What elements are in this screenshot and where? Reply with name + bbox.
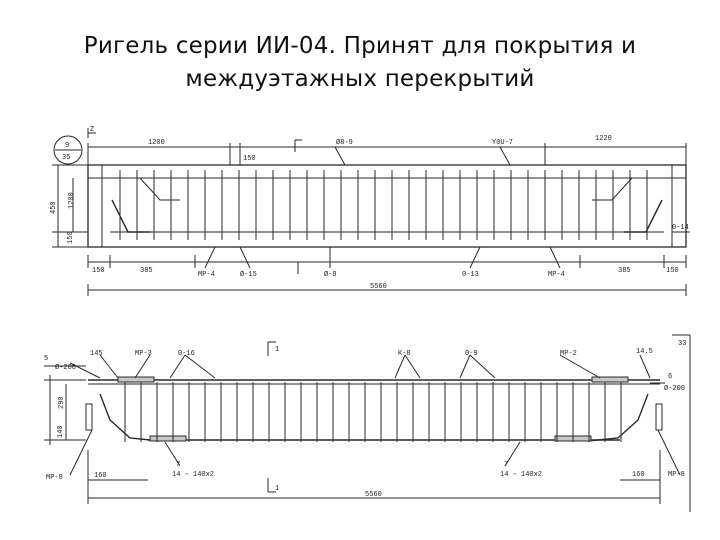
marker-bottom-number: 35 [62,154,70,162]
dim-bottom-right-2: 150 [666,267,679,275]
dim-height-lower: 150 [67,231,75,244]
dim-height-upper: 1200 [68,192,76,209]
section-mark-z: Z [90,126,94,134]
lower-elevation-drawing [44,334,691,512]
slide-title-line-2: междуэтажных перекрытий [185,66,535,92]
label-top-1: Ø8-9 [336,138,353,147]
label-k8: K-8 [398,350,411,358]
lower-stirrups [124,382,622,442]
label-mp3: MP-3 [135,350,152,358]
dim-bottom-left-1: 150 [92,267,105,275]
marker-top-number: 9 [65,142,69,150]
label-160-left: 160 [94,472,107,480]
label-mp4: MP-4 [198,271,215,279]
label-frac-right: 7 [504,461,508,469]
label-mp8-left: MP-8 [46,474,63,482]
label-013: 0-13 [462,271,479,279]
label-frac-right-2: 14 - 140x2 [500,471,542,479]
label-frac-left: 7 [176,461,180,469]
label-right: 0-14 [672,224,689,232]
label-right-1: 6 [668,373,672,381]
label-mp2: MP-2 [560,350,577,358]
dim-height-total: 450 [50,201,58,214]
dim-top-left: 1200 [148,139,165,147]
beam-outline-upper [87,164,687,248]
upper-labels: 9 35 Z 1200 150 Ø8-9 Y0U-7 1220 450 1200… [50,126,689,291]
label-section-bottom: 1 [275,485,279,493]
label-frac-left-2: 14 - 140x2 [172,471,214,479]
lower-labels: 5 Ø-200 145 MP-3 0-16 1 K-8 0-9 MP-2 14.… [44,340,686,499]
dim-bottom-right-1: 385 [618,267,631,275]
dim-top-right: 1220 [595,135,612,143]
upper-stirrups [119,170,648,240]
label-right-2: Ø-200 [664,384,685,393]
label-left-v2: 140 [57,425,65,438]
label-5: 5 [44,355,48,363]
dim-total-lower: 5560 [365,491,382,499]
label-145: 145 [90,350,103,358]
dim-bottom-left-2: 385 [140,267,153,275]
label-section-top: 1 [275,346,279,354]
label-016: 0-16 [178,350,195,358]
label-200: Ø-200 [55,363,76,372]
upper-elevation-drawing [52,128,690,296]
label-160-right: 160 [632,471,645,479]
label-015: Ø-15 [240,270,257,279]
dim-total-upper: 5560 [370,283,387,291]
label-mp8-right: MP-8 [668,471,685,479]
slide-title-line-1: Ригель серии ИИ-04. Принят для покрытия … [83,33,637,59]
label-left-v1: 290 [58,396,66,409]
label-14: 14.5 [636,348,653,356]
label-08: Ø-8 [324,270,337,279]
label-09: 0-9 [465,350,478,358]
dim-small: 150 [243,155,256,163]
label-33: 33 [678,340,686,348]
label-mp4b: MP-4 [548,271,565,279]
reference-circle-marker [53,135,83,165]
slide-title: Ригель серии ИИ-04. Принят для покрытия … [0,30,720,96]
label-top-2: Y0U-7 [492,139,513,147]
